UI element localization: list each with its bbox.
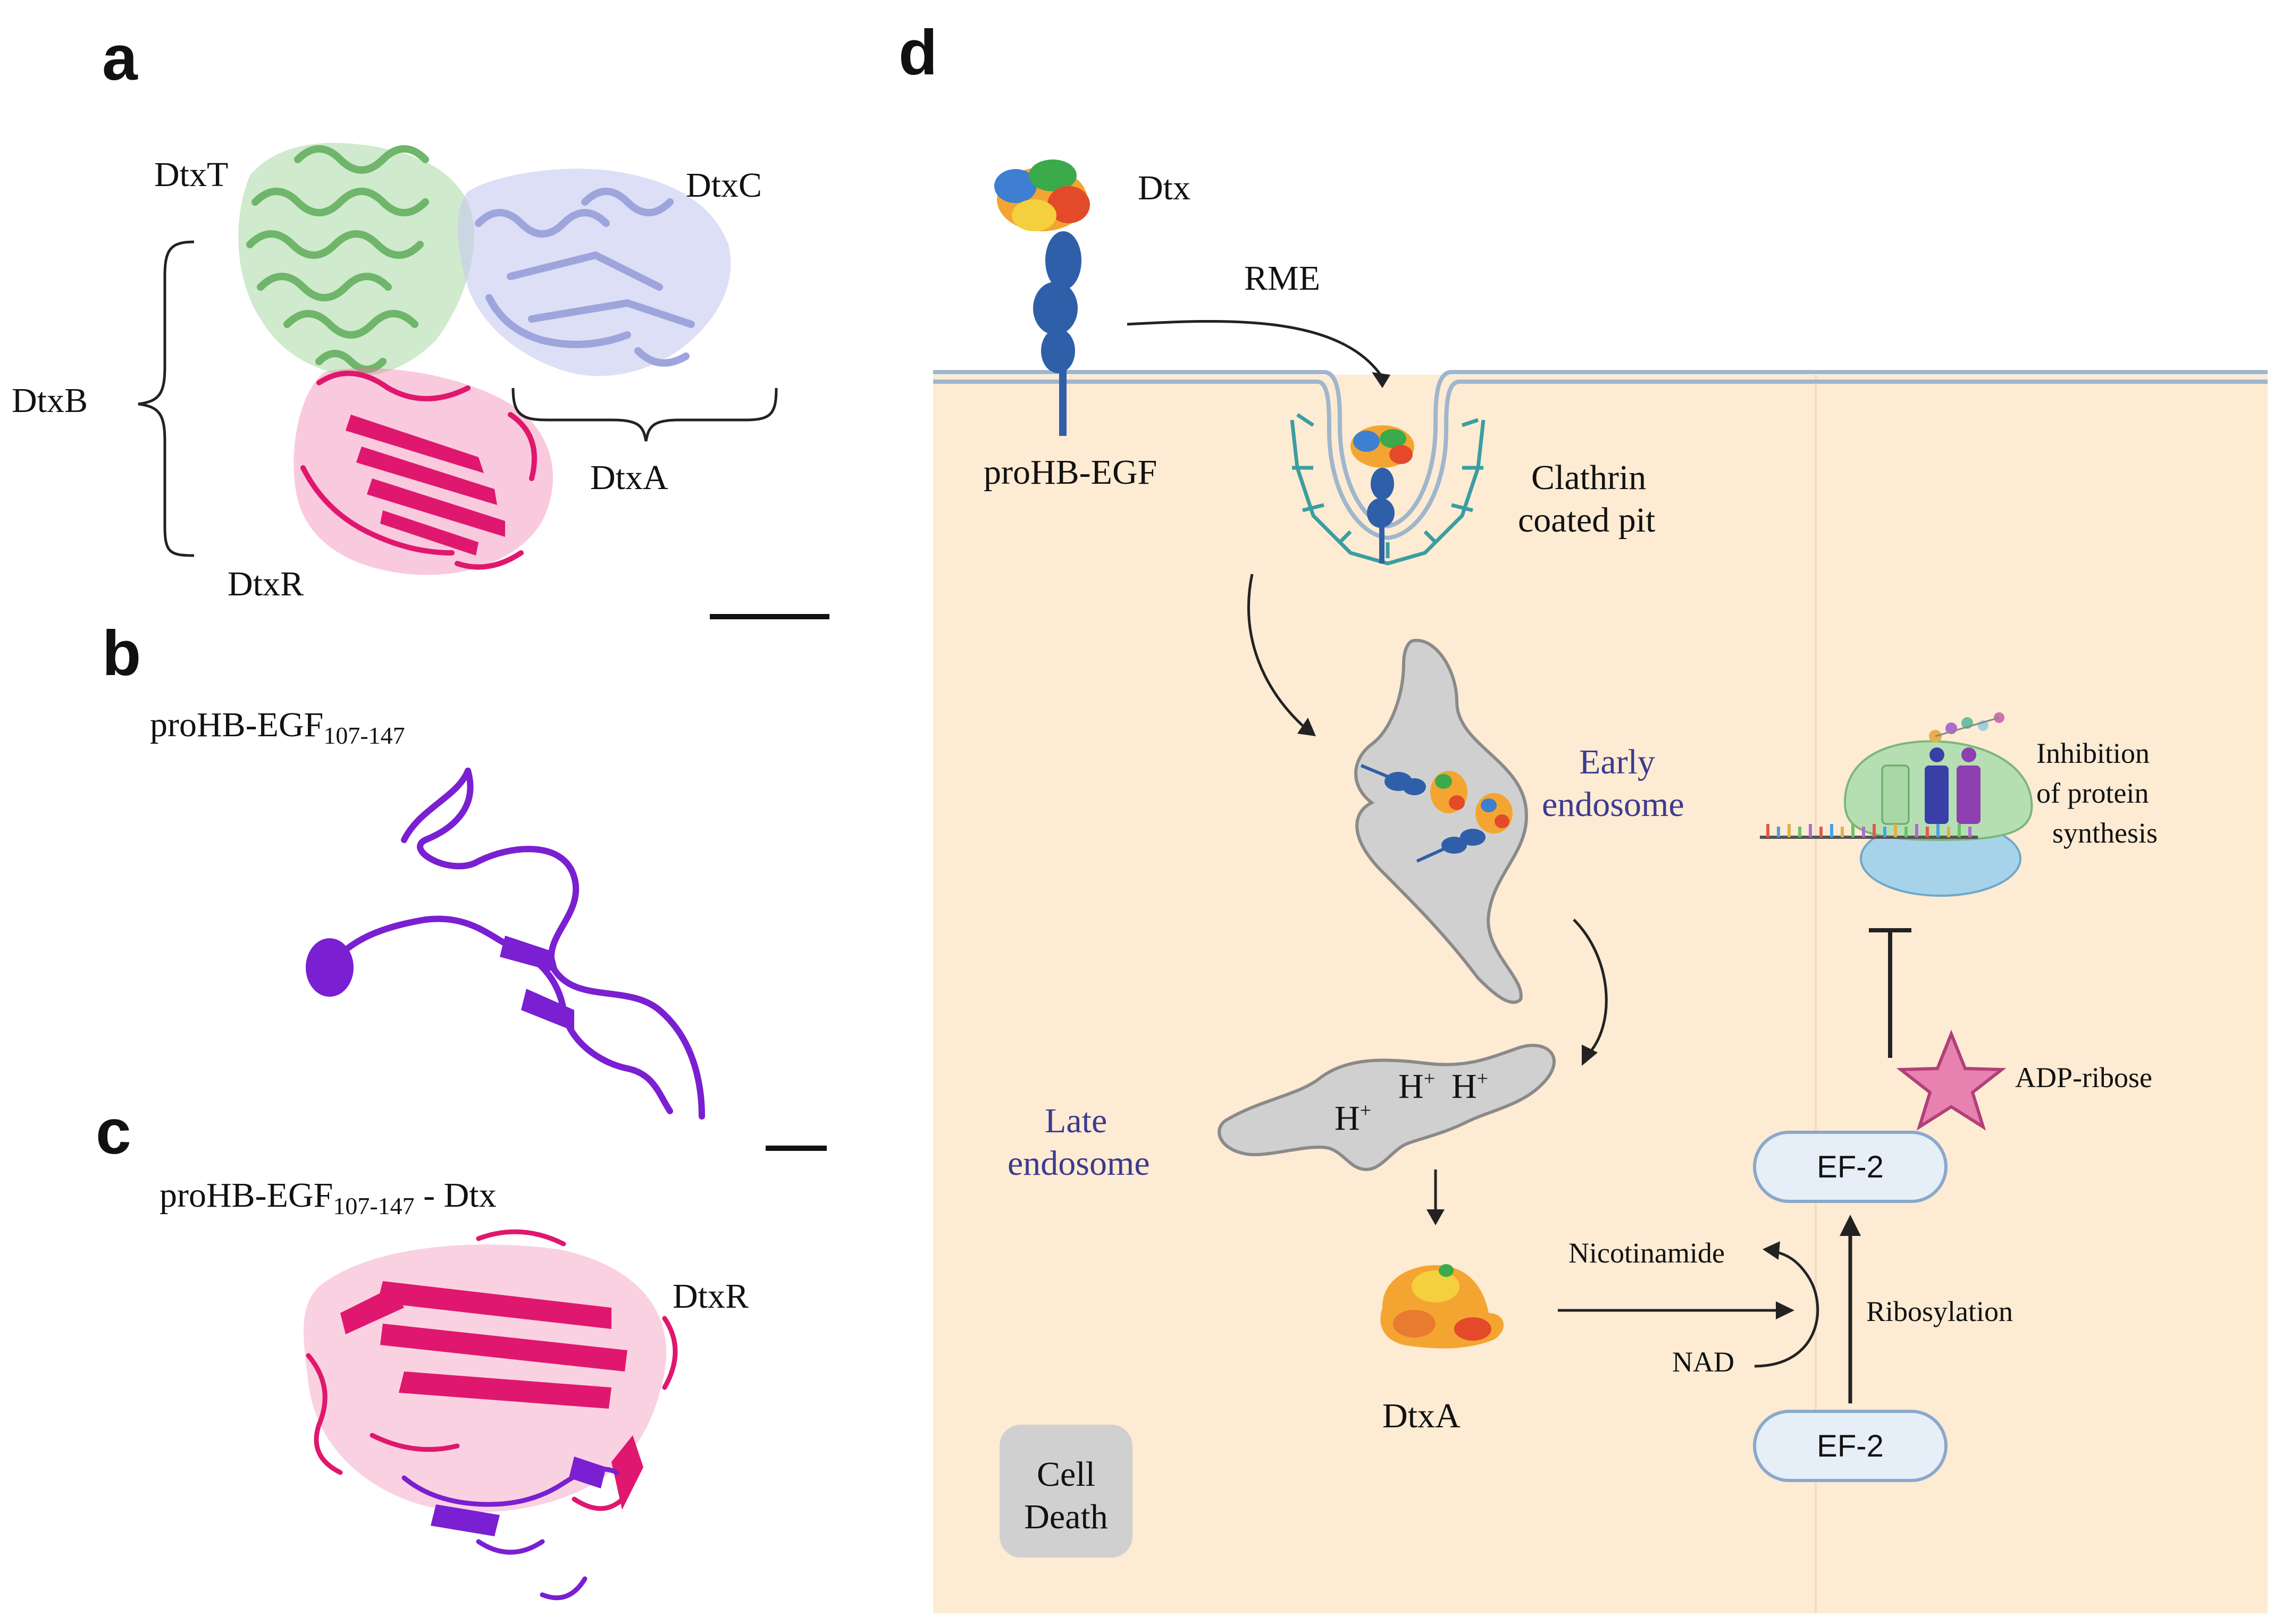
label-ef2-bottom: EF-2 xyxy=(1817,1429,1884,1463)
label-early-2: endosome xyxy=(1542,785,1684,824)
label-cell-death-1: Cell xyxy=(1037,1455,1095,1494)
dtxa-molecule xyxy=(1380,1264,1504,1349)
arrow-pit-to-early xyxy=(1247,574,1304,727)
label-late-1: Late xyxy=(1045,1101,1107,1140)
panel-a-letter: a xyxy=(102,22,138,94)
ef2-top-box xyxy=(1753,1131,1948,1203)
arrowhead-dtxa-to-reaction xyxy=(1776,1301,1794,1319)
label-inhibition-3: synthesis xyxy=(2052,817,2158,849)
label-h3: H+ xyxy=(1335,1099,1371,1138)
label-dtxb: DtxB xyxy=(12,381,88,420)
dtxb-brace xyxy=(138,240,195,557)
label-clathrin-2: coated pit xyxy=(1518,501,1655,540)
cell-cytoplasm xyxy=(933,375,2268,1613)
label-dtxc: DtxC xyxy=(686,166,762,205)
nad-nicotinamide-arrow xyxy=(1754,1250,1819,1368)
label-rme: RME xyxy=(1244,259,1320,298)
panel-c-title-suffix: - Dtx xyxy=(415,1176,497,1215)
pit-complex xyxy=(1350,425,1414,563)
arrow-early-to-late xyxy=(1573,919,1608,1054)
panel-b-title-sub: 107-147 xyxy=(323,722,405,749)
dtx-toxin xyxy=(994,159,1090,231)
label-h2: H+ xyxy=(1451,1067,1488,1106)
label-early-1: Early xyxy=(1579,743,1655,781)
label-dtxa: DtxA xyxy=(590,458,668,497)
dtxc-structure xyxy=(458,169,731,376)
label-adp-ribose: ADP-ribose xyxy=(2015,1062,2152,1093)
dtxt-structure xyxy=(238,142,474,376)
panel-c-title-sub: 107-147 xyxy=(333,1192,414,1219)
cell-membrane xyxy=(933,370,2268,541)
label-prohb-egf: proHB-EGF xyxy=(984,453,1157,492)
late-endosome xyxy=(1218,1044,1556,1172)
ef2-bottom-box xyxy=(1753,1410,1948,1482)
label-h1: H+ xyxy=(1398,1067,1435,1106)
label-ef2-top: EF-2 xyxy=(1817,1150,1884,1184)
early-endosome xyxy=(1354,638,1528,1004)
label-dtxr-c: DtxR xyxy=(673,1277,749,1316)
panel-d-letter: d xyxy=(899,17,937,88)
ribosome xyxy=(1760,712,2033,897)
nicotinamide-arrowhead xyxy=(1763,1241,1780,1260)
panel-b-title: proHB-EGF107-147 xyxy=(150,705,405,749)
prohb-egf-receptor xyxy=(1033,231,1081,436)
complex-structure xyxy=(304,1229,678,1601)
label-inhibition-2: of protein xyxy=(2036,777,2149,809)
panel-c-title: proHB-EGF107-147 - Dtx xyxy=(160,1176,497,1219)
dtxa-brace xyxy=(511,388,778,442)
label-dtx: Dtx xyxy=(1138,169,1190,207)
panel-c-letter: c xyxy=(96,1096,131,1167)
arrowhead-late-to-dtxa xyxy=(1427,1209,1445,1225)
label-dtxa-d: DtxA xyxy=(1382,1396,1461,1435)
label-late-2: endosome xyxy=(1008,1144,1150,1183)
rme-arrow xyxy=(1127,319,1384,378)
label-dtxr-a: DtxR xyxy=(228,565,304,603)
arrowhead-ef2-up xyxy=(1840,1215,1861,1236)
label-nad: NAD xyxy=(1672,1346,1734,1378)
dtxr-structure-a xyxy=(293,368,553,575)
label-nicotinamide: Nicotinamide xyxy=(1568,1237,1725,1269)
panel-b-title-main: proHB-EGF xyxy=(150,705,323,744)
panel-b-letter: b xyxy=(102,618,141,689)
label-inhibition-1: Inhibition xyxy=(2036,737,2150,769)
panel-c-title-main: proHB-EGF xyxy=(160,1176,333,1215)
rme-arrowhead xyxy=(1372,372,1390,388)
early-endosome-contents xyxy=(1360,764,1513,863)
label-dtxt: DtxT xyxy=(154,155,228,194)
arrowhead-early-to-late xyxy=(1582,1045,1598,1066)
cell-death-box xyxy=(1000,1425,1132,1558)
label-clathrin-1: Clathrin xyxy=(1531,458,1646,497)
prohb-egf-sheets xyxy=(306,936,574,1031)
arrowhead-pit-to-early xyxy=(1297,718,1316,736)
adp-ribose-star xyxy=(1896,1029,2007,1131)
clathrin-coat xyxy=(1290,413,1486,566)
label-ribosylation: Ribosylation xyxy=(1866,1295,2013,1327)
label-cell-death-2: Death xyxy=(1024,1497,1108,1536)
